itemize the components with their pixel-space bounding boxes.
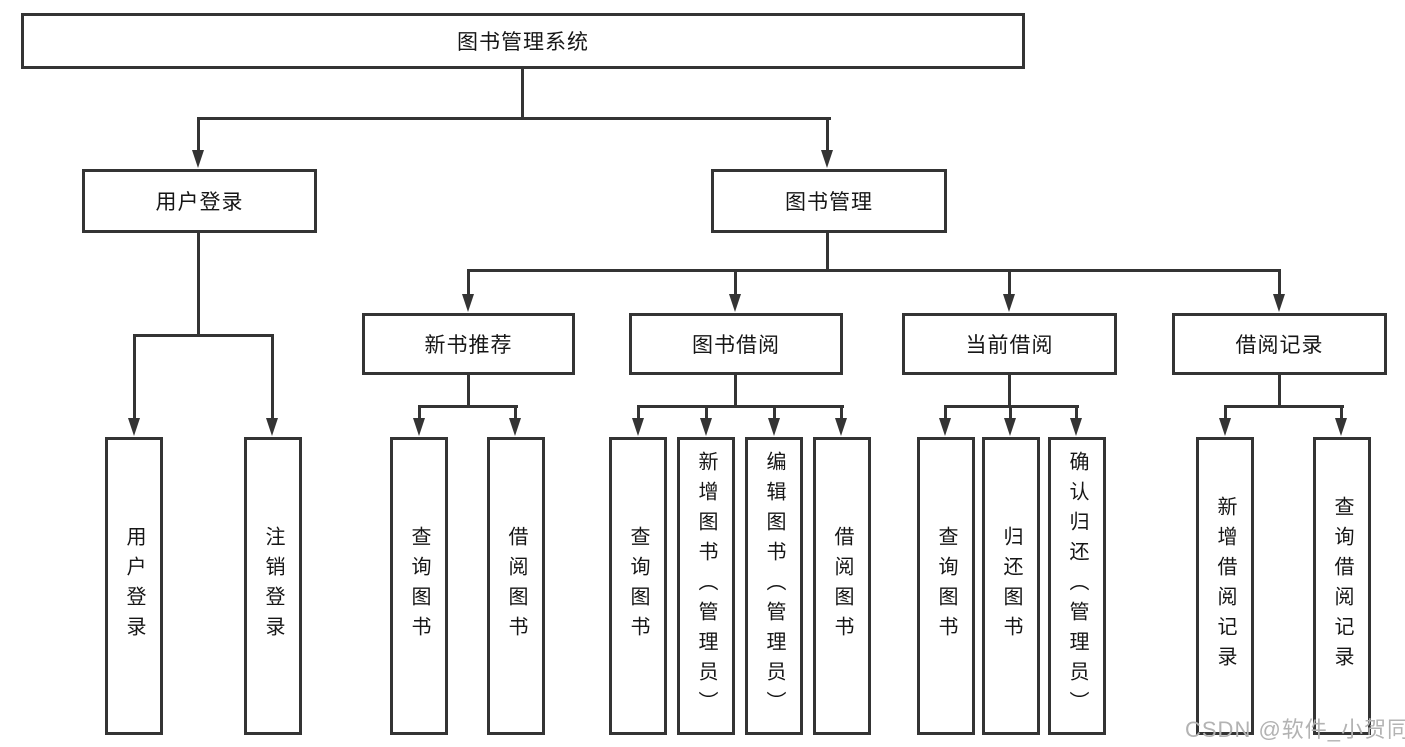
csdn-watermark: CSDN @软件_小贺同学	[1185, 717, 1405, 742]
arrow-down-icon	[509, 418, 521, 436]
leaf-label: 新增借阅记录	[1214, 496, 1236, 676]
leaf-add-borrow-record: 新增借阅记录	[1196, 437, 1254, 735]
leaf-label: 查询图书	[408, 526, 430, 646]
leaf-edit-book-admin: 编辑图书（管理员）	[745, 437, 803, 735]
arrow-down-icon	[192, 150, 204, 168]
arrow-down-icon	[729, 294, 741, 312]
connector	[826, 233, 829, 272]
node-borrow-records: 借阅记录	[1172, 313, 1387, 375]
leaf-logout: 注销登录	[244, 437, 302, 735]
node-label: 当前借阅	[965, 334, 1054, 357]
node-label: 用户登录	[155, 191, 244, 214]
node-label: 借阅记录	[1235, 334, 1324, 357]
arrow-down-icon	[768, 418, 780, 436]
leaf-label: 新增图书（管理员）	[695, 451, 717, 721]
leaf-label: 确认归还（管理员）	[1066, 451, 1088, 721]
connector	[467, 375, 470, 408]
arrow-down-icon	[700, 418, 712, 436]
connector	[1008, 375, 1011, 408]
connector	[944, 405, 947, 420]
leaf-label: 用户登录	[123, 526, 145, 646]
connector	[637, 405, 844, 408]
connector	[637, 405, 640, 420]
arrow-down-icon	[128, 418, 140, 436]
connector	[1008, 269, 1011, 296]
leaf-confirm-return-admin: 确认归还（管理员）	[1048, 437, 1106, 735]
node-current-borrow: 当前借阅	[902, 313, 1117, 375]
connector	[705, 405, 708, 420]
connector	[197, 233, 200, 337]
leaf-label: 借阅图书	[505, 526, 527, 646]
node-new-book-recommend: 新书推荐	[362, 313, 575, 375]
connector	[734, 269, 737, 296]
connector	[1278, 375, 1281, 408]
node-library-management-system: 图书管理系统	[21, 13, 1025, 69]
node-label: 图书借阅	[692, 334, 780, 357]
connector	[840, 405, 843, 420]
arrow-down-icon	[266, 418, 278, 436]
leaf-label: 查询图书	[627, 526, 649, 646]
node-label: 图书管理系统	[457, 31, 589, 54]
connector	[734, 375, 737, 408]
connector	[418, 405, 421, 420]
connector	[197, 117, 831, 120]
connector	[468, 269, 1281, 272]
connector	[467, 269, 470, 296]
connector	[1009, 405, 1012, 420]
leaf-borrow-query-books: 查询图书	[609, 437, 667, 735]
connector	[197, 117, 200, 152]
arrow-down-icon	[1003, 294, 1015, 312]
arrow-down-icon	[821, 150, 833, 168]
leaf-recommend-borrow-books: 借阅图书	[487, 437, 545, 735]
connector	[133, 334, 274, 337]
leaf-label: 借阅图书	[831, 526, 853, 646]
node-label: 新书推荐	[424, 334, 513, 357]
node-book-management: 图书管理	[711, 169, 947, 233]
connector	[133, 334, 136, 420]
arrow-down-icon	[1219, 418, 1231, 436]
leaf-return-books: 归还图书	[982, 437, 1040, 735]
node-user-login: 用户登录	[82, 169, 317, 233]
connector	[1224, 405, 1344, 408]
connector	[1224, 405, 1227, 420]
leaf-label: 归还图书	[1000, 526, 1022, 646]
arrow-down-icon	[835, 418, 847, 436]
connector	[514, 405, 517, 420]
connector	[1340, 405, 1343, 420]
leaf-label: 编辑图书（管理员）	[763, 451, 785, 721]
connector	[271, 334, 274, 420]
arrow-down-icon	[1070, 418, 1082, 436]
leaf-add-book-admin: 新增图书（管理员）	[677, 437, 735, 735]
arrow-down-icon	[1004, 418, 1016, 436]
connector	[521, 68, 524, 120]
leaf-current-query-books: 查询图书	[917, 437, 975, 735]
arrow-down-icon	[632, 418, 644, 436]
node-label: 图书管理	[785, 191, 873, 214]
leaf-label: 查询借阅记录	[1331, 496, 1353, 676]
leaf-label: 注销登录	[262, 526, 284, 646]
connector	[1075, 405, 1078, 420]
leaf-label: 查询图书	[935, 526, 957, 646]
leaf-user-login: 用户登录	[105, 437, 163, 735]
arrow-down-icon	[1273, 294, 1285, 312]
connector	[773, 405, 776, 420]
node-book-borrow: 图书借阅	[629, 313, 843, 375]
arrow-down-icon	[413, 418, 425, 436]
leaf-query-borrow-record: 查询借阅记录	[1313, 437, 1371, 735]
arrow-down-icon	[462, 294, 474, 312]
leaf-recommend-query-books: 查询图书	[390, 437, 448, 735]
arrow-down-icon	[939, 418, 951, 436]
connector	[418, 405, 518, 408]
connector	[1278, 269, 1281, 296]
arrow-down-icon	[1335, 418, 1347, 436]
connector	[826, 117, 829, 152]
leaf-borrow-borrow-books: 借阅图书	[813, 437, 871, 735]
